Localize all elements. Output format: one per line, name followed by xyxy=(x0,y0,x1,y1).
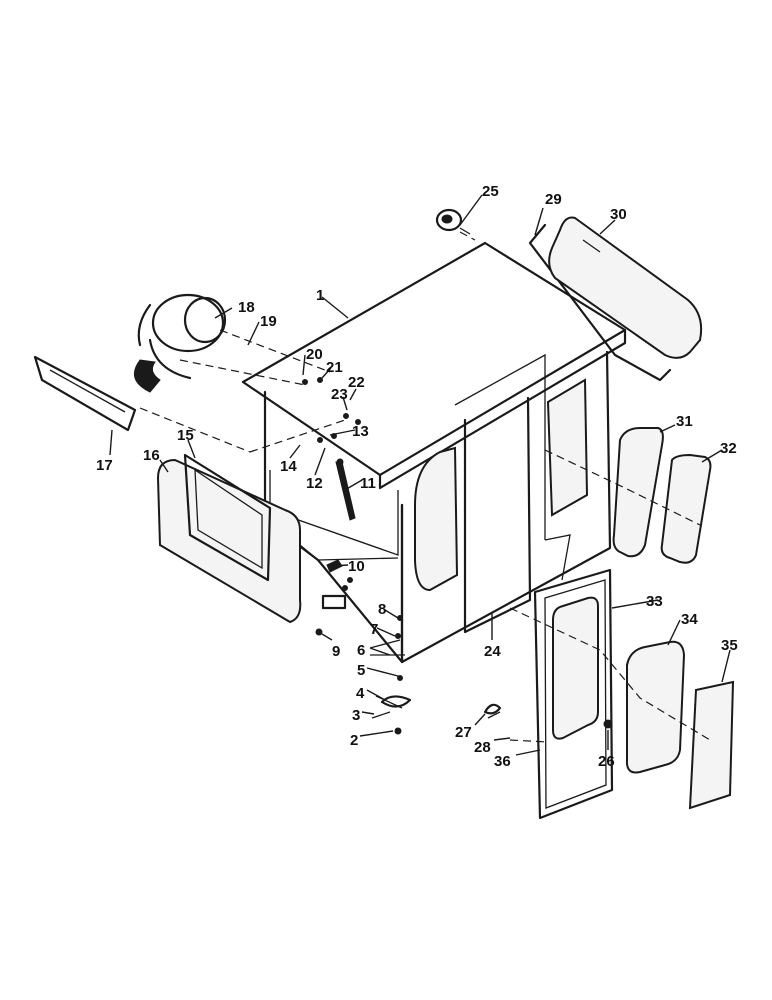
callout-9: 9 xyxy=(332,643,340,660)
callout-20: 20 xyxy=(306,346,323,363)
deflector-panel xyxy=(33,355,137,432)
callout-25: 25 xyxy=(482,183,499,200)
callout-35: 35 xyxy=(721,637,738,654)
callout-27: 27 xyxy=(455,724,472,741)
callout-36: 36 xyxy=(494,753,511,770)
callout-33: 33 xyxy=(646,593,663,610)
callout-32: 32 xyxy=(720,440,737,457)
side-window-frame xyxy=(183,453,272,582)
side-window-glass xyxy=(156,458,302,624)
callout-16: 16 xyxy=(143,447,160,464)
callout-6: 6 xyxy=(357,642,365,659)
wiper-assembly xyxy=(335,458,356,521)
corner-window-seal xyxy=(612,427,664,558)
callout-23: 23 xyxy=(331,386,348,403)
callout-1: 1 xyxy=(316,287,324,304)
callout-5: 5 xyxy=(357,662,365,679)
heater-assembly xyxy=(133,293,227,393)
callout-3: 3 xyxy=(352,707,360,724)
callout-24: 24 xyxy=(484,643,501,660)
callout-30: 30 xyxy=(610,206,627,223)
rear-window-seal xyxy=(528,223,672,382)
callout-26: 26 xyxy=(598,753,615,770)
callout-13: 13 xyxy=(352,423,369,440)
callout-10: 10 xyxy=(348,558,365,575)
alignment-lines xyxy=(139,231,711,743)
callout-7: 7 xyxy=(370,621,378,638)
callout-2: 2 xyxy=(350,732,358,749)
rear-window-glass xyxy=(548,216,703,359)
door-window-glass xyxy=(688,680,735,810)
callout-labels: 1 2 3 4 5 6 7 8 9 10 11 12 13 14 15 16 1… xyxy=(96,183,738,770)
leader-lines xyxy=(109,194,731,756)
callout-15: 15 xyxy=(177,427,194,444)
callout-22: 22 xyxy=(348,374,365,391)
dome-light xyxy=(435,208,471,235)
small-hardware xyxy=(302,377,412,735)
callout-34: 34 xyxy=(681,611,698,628)
callout-21: 21 xyxy=(326,359,343,376)
callout-17: 17 xyxy=(96,457,113,474)
callout-29: 29 xyxy=(545,191,562,208)
callout-11: 11 xyxy=(360,475,376,492)
door-window-seal xyxy=(625,640,686,774)
callout-31: 31 xyxy=(676,413,693,430)
callout-12: 12 xyxy=(306,475,323,492)
callout-8: 8 xyxy=(378,601,386,618)
callout-28: 28 xyxy=(474,739,491,756)
callout-4: 4 xyxy=(356,685,365,702)
callout-19: 19 xyxy=(260,313,277,330)
corner-window-glass xyxy=(660,453,712,564)
callout-18: 18 xyxy=(238,299,255,316)
callout-14: 14 xyxy=(280,458,297,475)
